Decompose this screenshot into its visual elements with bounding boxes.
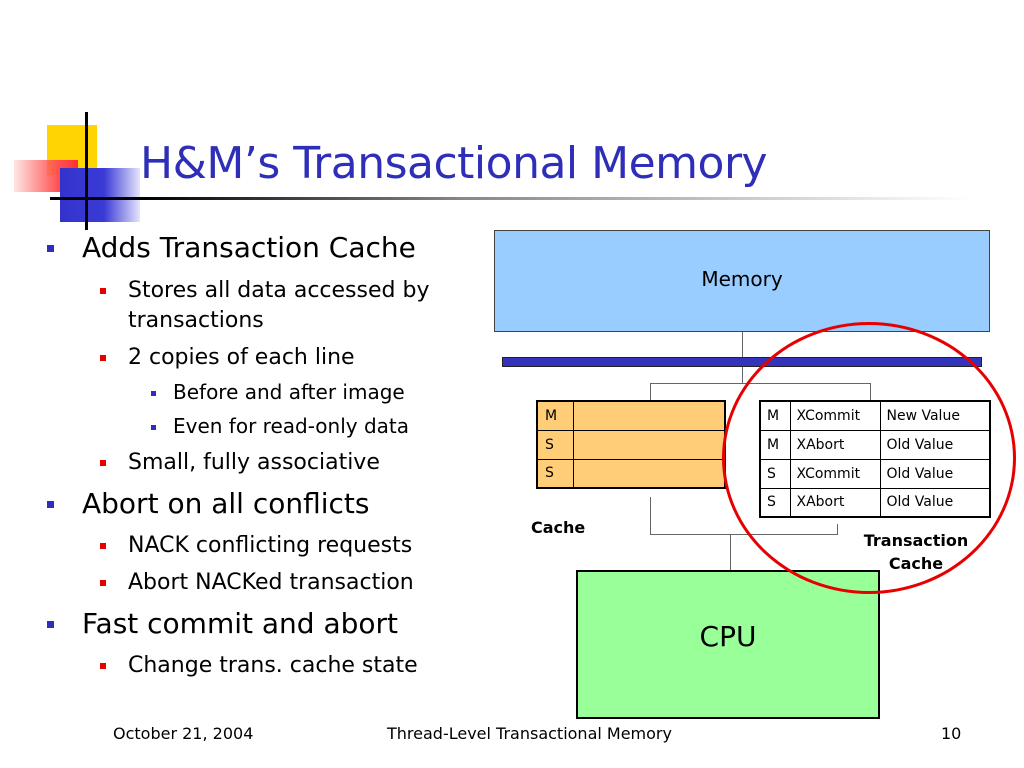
bullet-marker	[100, 288, 106, 294]
page-number: 10	[941, 724, 962, 743]
cache-row: S	[536, 429, 726, 460]
bullet-marker	[100, 663, 106, 669]
bullet-1: Adds Transaction Cache	[47, 231, 416, 264]
bullet-marker	[100, 580, 106, 586]
bullet-marker	[100, 355, 106, 361]
bullet-marker	[47, 501, 54, 508]
cpu-label: CPU	[699, 620, 757, 653]
bullet-3-1: Change trans. cache state	[100, 651, 418, 681]
memory-bus-wire	[742, 332, 743, 357]
bullet-text: Small, fully associative	[128, 450, 380, 475]
bullet-2: Abort on all conflicts	[47, 487, 370, 520]
bullet-text: Stores all data accessed by	[128, 278, 430, 303]
title-underline	[50, 197, 970, 200]
bullet-2-1: NACK conflicting requests	[100, 531, 413, 561]
cache-data-cell	[572, 429, 726, 460]
cache-data-cell	[572, 400, 726, 431]
bullet-1-2-2: Even for read-only data	[151, 414, 410, 438]
bullet-marker	[47, 245, 54, 252]
memory-box: Memory	[494, 230, 990, 332]
cpu-box: CPU	[576, 570, 880, 719]
bullet-3: Fast commit and abort	[47, 607, 399, 640]
bullet-marker	[47, 621, 54, 628]
bullet-2-2: Abort NACKed transaction	[100, 568, 414, 598]
logo-vertical-line	[85, 112, 88, 230]
footer-title: Thread-Level Transactional Memory	[387, 724, 672, 743]
cpu-drop-wire	[730, 534, 731, 570]
bullet-text: NACK conflicting requests	[128, 533, 413, 558]
bullet-1-2: 2 copies of each line	[100, 343, 355, 373]
cache-state-cell: S	[536, 429, 574, 460]
cache-state-cell: M	[536, 400, 574, 431]
bullet-text: Change trans. cache state	[128, 653, 418, 678]
bullet-1-3: Small, fully associative	[100, 448, 380, 478]
bullet-1-2-1: Before and after image	[151, 380, 405, 404]
system-bus	[502, 357, 982, 367]
logo-blue-square	[60, 168, 140, 222]
cache-label: Cache	[531, 518, 586, 537]
bullet-text: Fast commit and abort	[82, 607, 399, 640]
slide-title: H&M’s Transactional Memory	[140, 138, 768, 189]
cache-table: M S S	[536, 400, 726, 489]
bullet-marker	[151, 425, 156, 430]
bullet-marker	[100, 460, 106, 466]
bus-to-cache-wire	[650, 383, 651, 400]
bullet-text-continuation: transactions	[128, 308, 264, 333]
bullet-text: Abort NACKed transaction	[128, 570, 414, 595]
bus-drop-wire	[742, 367, 743, 383]
bullet-marker	[100, 543, 106, 549]
footer-date: October 21, 2004	[113, 724, 254, 743]
cache-row: S	[536, 458, 726, 489]
highlight-circle	[722, 322, 1016, 594]
memory-label: Memory	[701, 267, 783, 291]
bullet-marker	[151, 391, 156, 396]
bullet-text: Even for read-only data	[173, 414, 410, 438]
cache-to-cpu-wire	[650, 497, 651, 534]
cache-row: M	[536, 400, 726, 431]
bullet-1-1: Stores all data accessed by transactions	[100, 276, 430, 336]
bullet-text: Before and after image	[173, 380, 405, 404]
cache-state-cell: S	[536, 458, 574, 489]
bullet-text: Abort on all conflicts	[82, 487, 370, 520]
bullet-text: 2 copies of each line	[128, 345, 355, 370]
cpu-join-wire	[650, 534, 838, 535]
bullet-text: Adds Transaction Cache	[82, 231, 416, 264]
cache-data-cell	[572, 458, 726, 489]
